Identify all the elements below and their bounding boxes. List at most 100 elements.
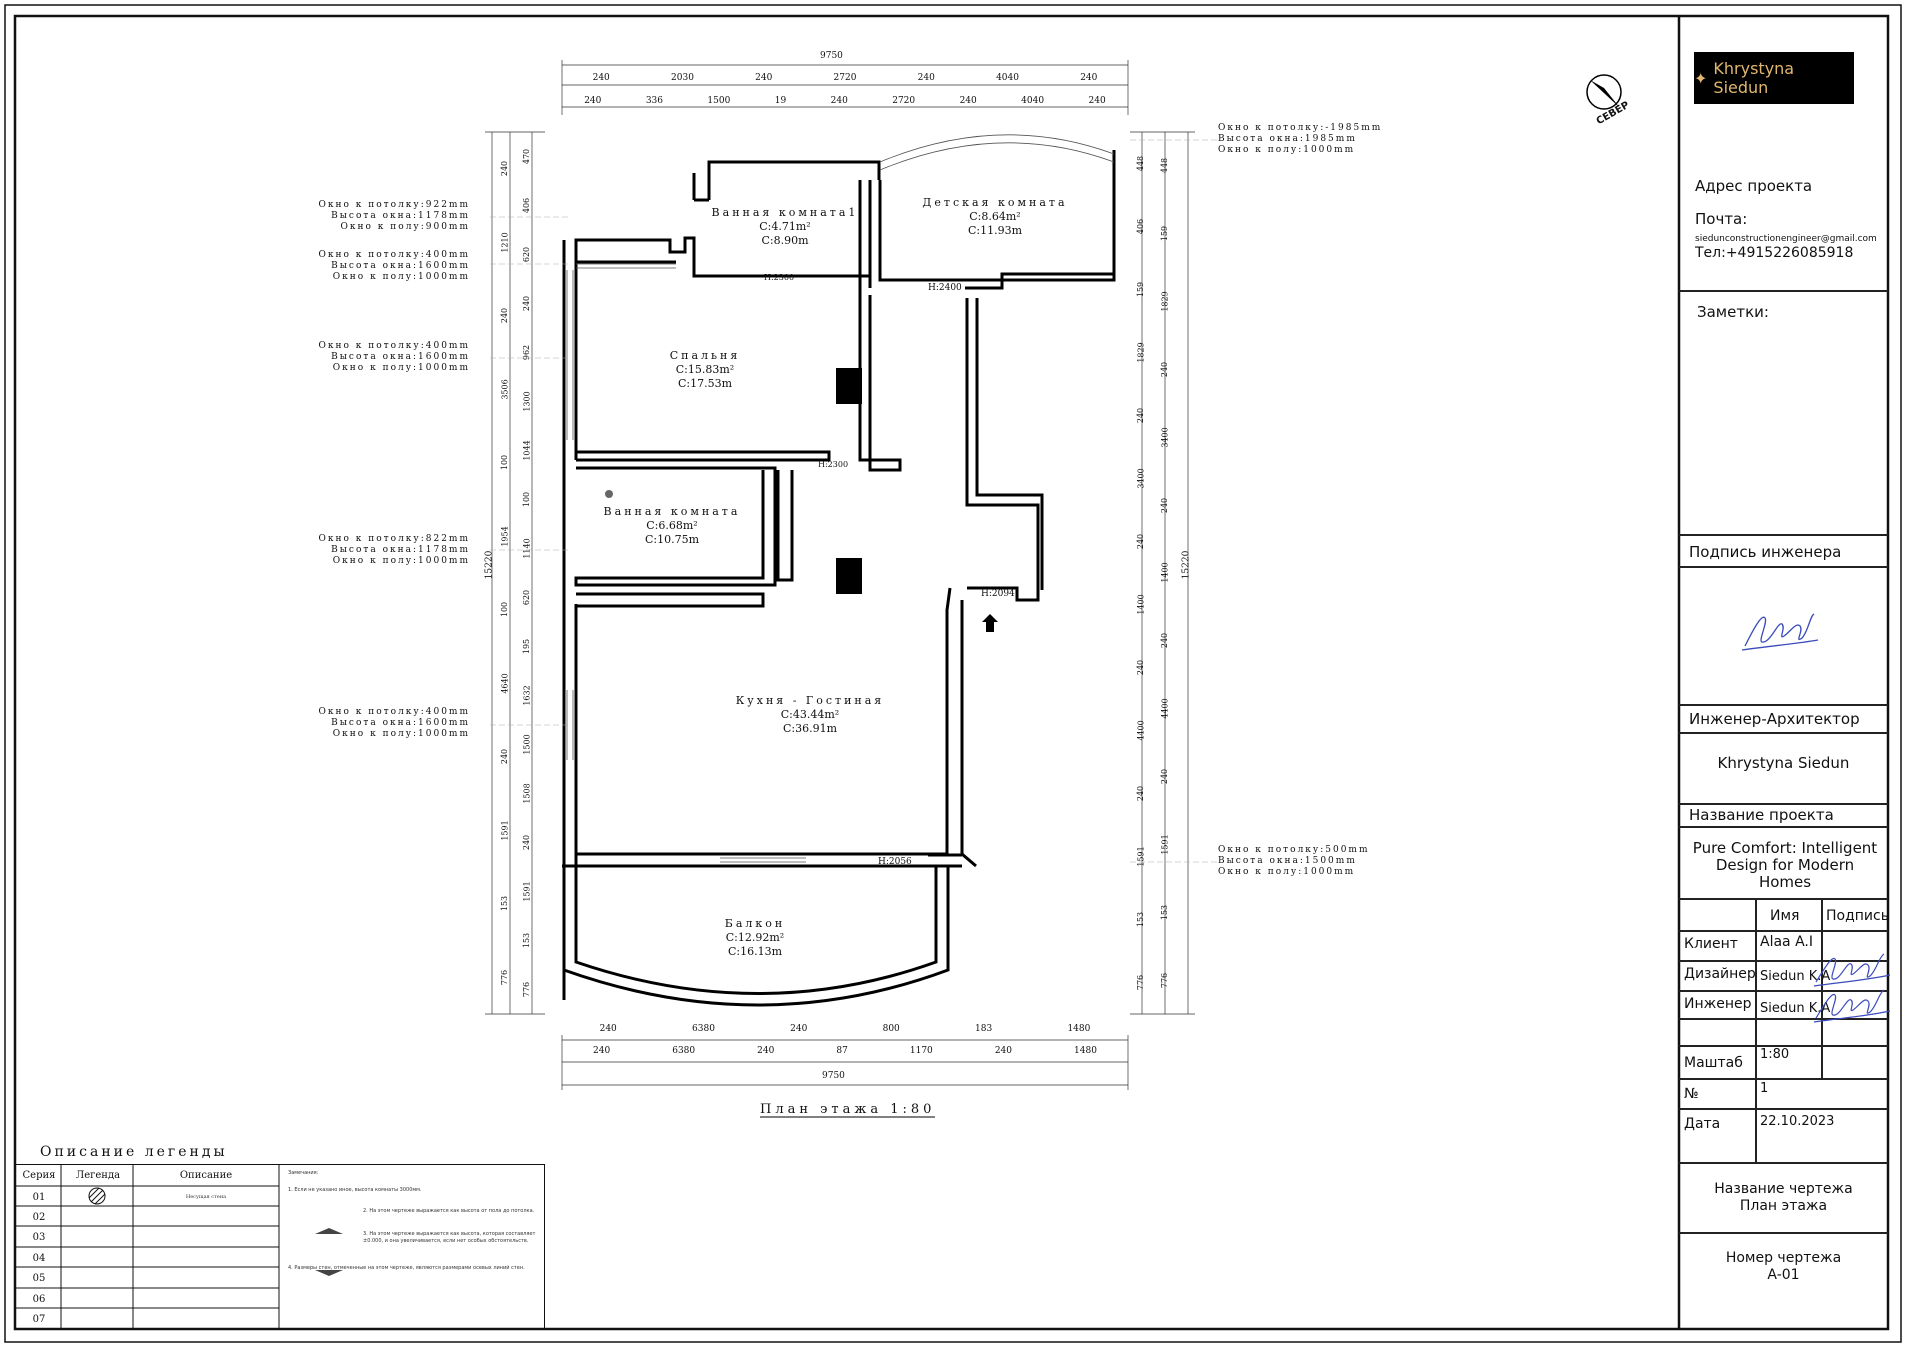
tb-row-line — [1679, 1045, 1888, 1047]
dimension-label: 100 — [500, 455, 510, 471]
drawing-name: План этажа — [1739, 1198, 1828, 1214]
legend-row-number: 01 — [32, 1192, 46, 1203]
dimension-label: 776 — [522, 981, 532, 998]
project-name: Pure Comfort: Intelligent Design for Mod… — [1692, 839, 1878, 891]
room-label-bathroom-1: Ванная комната1 С:4.71m² С:8.90m — [695, 206, 875, 248]
dimension-label: 240 — [1136, 533, 1146, 550]
tb-divider — [1679, 732, 1888, 734]
dimension-label: 240 — [1160, 497, 1170, 513]
dimension-label: 1044 — [522, 440, 532, 461]
dimension-label: 2720 — [833, 73, 857, 83]
dimension-label: 240 — [522, 834, 532, 851]
room-label-children: Детская комната С:8.64m² С:11.93m — [895, 196, 1095, 238]
window-note-7: Окно к потолку:500mm Высота окна:1500mm … — [1218, 845, 1418, 878]
legend-header-description: Описание — [179, 1170, 233, 1181]
dimension-label: 1400 — [1160, 562, 1170, 584]
architect-label: Инженер-Архитектор — [1689, 710, 1860, 728]
dimension-label: 240 — [500, 161, 510, 177]
dimension-label: 153 — [1136, 911, 1146, 928]
scale-label: Маштаб — [1684, 1055, 1743, 1071]
door-height-1: H:2400 — [928, 283, 962, 293]
room-area: С:43.44m² — [780, 708, 840, 721]
dimension-label: 620 — [522, 589, 532, 606]
dimension-label: 1030 — [600, 1000, 601, 1001]
project-name-label: Название проекта — [1689, 806, 1834, 824]
note-line: Окно к полу:1000mm — [1218, 867, 1356, 877]
dimension-label: 776 — [1160, 972, 1170, 988]
dimension-label: 240 — [1160, 633, 1170, 649]
dimension-label: 240 — [757, 1046, 775, 1056]
dimension-label: 240 — [1088, 96, 1106, 106]
dimension-label: 240 — [599, 1024, 617, 1034]
note-leaders — [490, 139, 1220, 863]
entrance-arrow-icon — [982, 614, 998, 632]
dimension-label: 240 — [1160, 361, 1170, 378]
note-line: Окно к потолку:822mm — [318, 534, 470, 544]
room-perimeter: С:36.91m — [782, 722, 838, 735]
room-perimeter: С:10.75m — [644, 533, 700, 546]
dimension-label: 1170 — [909, 1046, 933, 1056]
room-name: Детская комната — [922, 196, 1068, 209]
dimension-label: 1400 — [1136, 594, 1146, 615]
room-perimeter: С:17.53m — [677, 377, 733, 390]
room-label-bathroom-2: Ванная комната С:6.68m² С:10.75m — [582, 505, 762, 547]
dimension-label: 1480 — [1067, 1024, 1091, 1034]
dimension-label: 776 — [1136, 974, 1146, 991]
window-note-3: Окно к потолку:400mm Высота окна:1600mm … — [250, 250, 470, 283]
dimension-label: 3506 — [500, 379, 510, 400]
engineer-sign-label: Подпись инженера — [1689, 543, 1842, 561]
note-line: Окно к потолку:400mm — [318, 250, 470, 260]
dimension-label: 240 — [522, 295, 532, 312]
designer-label: Дизайнер — [1684, 966, 1756, 982]
col-sign-header: Подпись — [1826, 908, 1889, 924]
dimension-label: 1954 — [500, 526, 510, 547]
door-height-5: H:2300 — [818, 460, 849, 469]
dimension-label: 240 — [500, 308, 510, 324]
dimension-label: 153 — [522, 932, 532, 949]
dimension-label: 1500 — [707, 96, 731, 106]
tb-divider — [1679, 1232, 1888, 1234]
dimension-label: 1591 — [1136, 846, 1146, 867]
dimension-label: 1508 — [522, 783, 532, 804]
engineer-label: Инженер — [1684, 996, 1752, 1012]
logo-text: Khrystyna Siedun — [1713, 59, 1795, 97]
dimension-label: 240 — [1080, 73, 1098, 83]
dimension-label: 336 — [645, 96, 663, 106]
dim-top-total: 9750 — [820, 51, 843, 61]
tb-row-line — [1679, 990, 1888, 992]
note-line: Окно к потолку:-1985mm — [1218, 123, 1383, 133]
legend-table — [15, 1164, 545, 1329]
note-line: Окно к полу:1000mm — [1218, 145, 1356, 155]
tb-divider — [1679, 826, 1888, 828]
dimension-label: 240 — [917, 73, 935, 83]
drawing-number-label: Номер чертежа — [1725, 1250, 1842, 1266]
dimension-label: 183 — [975, 1024, 993, 1034]
room-area: С:15.83m² — [675, 363, 735, 376]
legend-notes: Замечания: 1. Если не указано иное, высо… — [288, 1170, 538, 1272]
dimension-label: 159 — [1136, 281, 1146, 298]
designer-name: Siedun K.A — [1760, 969, 1831, 984]
number-value: 1 — [1760, 1081, 1769, 1096]
dimension-label: 240 — [584, 96, 602, 106]
dimension-label: 1210 — [500, 232, 510, 253]
legend-row-number: 03 — [32, 1232, 46, 1243]
plan-title: План этажа 1:80 — [760, 1102, 936, 1117]
notes-label: Заметки: — [1697, 303, 1769, 321]
tb-row-line — [1679, 1108, 1888, 1110]
date-value: 22.10.2023 — [1760, 1114, 1835, 1129]
room-label-kitchen-living: Кухня - Гостиная С:43.44m² С:36.91m — [690, 694, 930, 736]
legend-row-number: 04 — [32, 1253, 46, 1264]
tb-divider — [1679, 898, 1888, 900]
dimension-label: 4400 — [1136, 720, 1146, 741]
note-line: Высота окна:1985mm — [1218, 134, 1357, 144]
tb-col-divider — [1755, 898, 1757, 1078]
legend-row-number: 02 — [32, 1212, 46, 1223]
legend-header-legend: Легенда — [75, 1170, 121, 1181]
tb-row-line — [1679, 1078, 1888, 1080]
